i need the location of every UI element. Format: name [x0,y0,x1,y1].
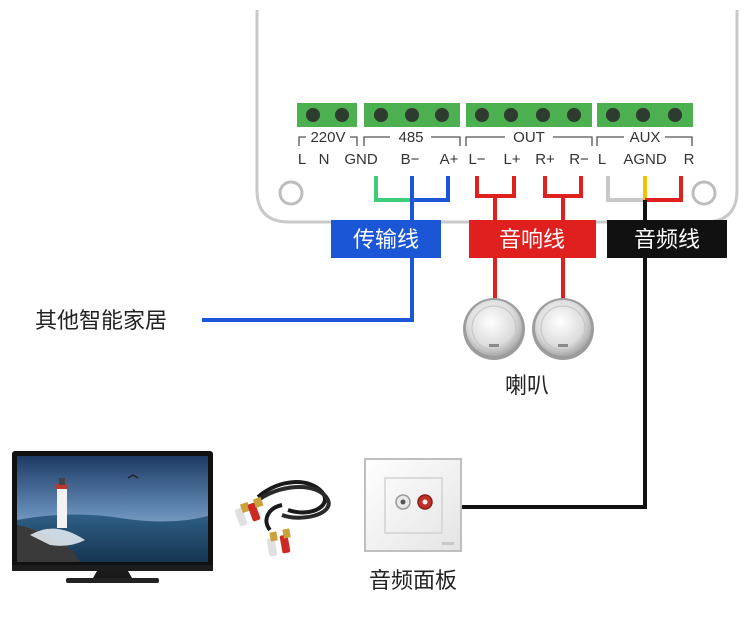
terminal-screw [405,108,419,122]
group-brackets [298,136,693,146]
terminal-screw [435,108,449,122]
caption-smart-home: 其他智能家居 [35,309,167,334]
pin-label: R [684,151,695,168]
speaker-right-icon [532,298,594,360]
pin-label: R+ [535,151,555,168]
pin-label: N [319,151,330,168]
terminal-screw [668,108,682,122]
terminal-screw [306,108,320,122]
terminal-screw [335,108,349,122]
wire-aux-left [606,176,645,202]
mount-hole-right [691,180,717,206]
mount-hole-left [278,180,304,206]
television-icon [12,451,213,583]
group-label-aux: AUX [630,129,661,146]
pin-label: L [298,151,306,168]
rca-cable-icon [234,480,331,557]
terminal-screw [475,108,489,122]
audio-panel-icon [364,458,462,552]
badge-transmission: 传输线 [353,228,419,253]
terminal-screw [536,108,550,122]
pin-label: B− [401,151,420,168]
badge-speaker-bg [469,220,596,258]
speaker-left-icon [463,298,525,360]
terminal-screw [636,108,650,122]
pin-label: AGND [623,151,667,168]
pin-label: A+ [440,151,459,168]
badge-audio: 音频线 [634,228,700,253]
badge-audio-bg [607,220,727,258]
caption-panel: 音频面板 [369,569,457,594]
terminal-screw [606,108,620,122]
pin-label: R− [569,151,589,168]
terminal-screw [567,108,581,122]
terminal-blocks [297,103,693,127]
terminal-screw [374,108,388,122]
badge-transmission-bg [331,220,441,258]
wire-485-blue-a [412,176,450,202]
pin-label: GND [344,151,378,168]
pin-label: L+ [503,151,520,168]
pin-label: L [598,151,606,168]
group-label-220v: 220V [310,129,345,146]
wire-audio [461,200,647,509]
badge-speaker: 音响线 [499,228,565,253]
group-label-out: OUT [513,129,545,146]
group-label-485: 485 [398,129,423,146]
wire-out-right [543,176,583,210]
pin-label: L− [468,151,485,168]
terminal-screw [504,108,518,122]
caption-speakers: 喇叭 [505,374,549,399]
wire-out-left [475,176,516,210]
wire-aux-right [645,176,683,202]
wire-485-green [374,176,412,202]
